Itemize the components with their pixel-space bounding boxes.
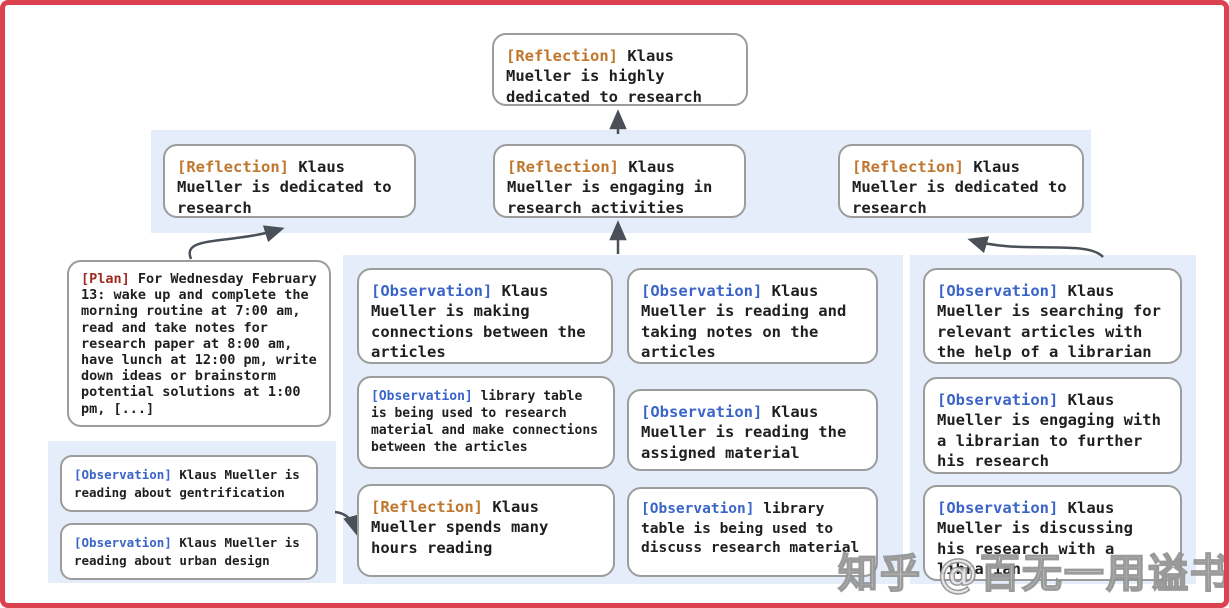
node-plan: [Plan] For Wednesday February 13: wake u… bbox=[67, 260, 331, 427]
node-obs-gentrification: [Observation] Klaus Mueller is reading a… bbox=[60, 455, 318, 512]
observation-tag: [Observation] bbox=[74, 535, 172, 550]
node-obs-library-table-discuss: [Observation] library table is being use… bbox=[627, 487, 878, 577]
node-text: Klaus Mueller is discussing his research… bbox=[937, 499, 1133, 579]
node-obs-library-table-research: [Observation] library table is being use… bbox=[357, 376, 615, 469]
observation-tag: [Observation] bbox=[937, 499, 1059, 517]
node-obs-assigned-material: [Observation] Klaus Mueller is reading t… bbox=[627, 389, 878, 471]
reflection-tag: [Reflection] bbox=[506, 47, 618, 65]
reflection-tag: [Reflection] bbox=[177, 158, 289, 176]
node-text: Klaus Mueller is reading about urban des… bbox=[74, 535, 300, 568]
node-text: Klaus Mueller is dedicated to research bbox=[852, 158, 1067, 217]
node-text: Klaus Mueller is making connections betw… bbox=[371, 282, 586, 362]
node-obs-searching-articles: [Observation] Klaus Mueller is searching… bbox=[923, 268, 1182, 364]
node-obs-engaging-librarian: [Observation] Klaus Mueller is engaging … bbox=[923, 377, 1182, 474]
node-text: library table is being used to research … bbox=[371, 389, 598, 456]
node-text: Klaus Mueller is reading and taking note… bbox=[641, 282, 847, 362]
node-text: Klaus Mueller is engaging in research ac… bbox=[507, 158, 713, 217]
plan-tag: [Plan] bbox=[81, 271, 130, 287]
node-text: Klaus Mueller is engaging with a librari… bbox=[937, 391, 1161, 471]
node-obs-taking-notes: [Observation] Klaus Mueller is reading a… bbox=[627, 268, 878, 364]
node-text: Klaus Mueller is highly dedicated to res… bbox=[506, 47, 702, 106]
node-reflection-row-left: [Reflection] Klaus Mueller is dedicated … bbox=[163, 144, 416, 218]
node-reflection-hours-reading: [Reflection] Klaus Mueller spends many h… bbox=[357, 484, 615, 577]
node-text: library table is being used to discuss r… bbox=[641, 501, 860, 557]
node-reflection-row-right: [Reflection] Klaus Mueller is dedicated … bbox=[838, 144, 1084, 218]
node-text: Klaus Mueller is dedicated to research bbox=[177, 158, 392, 217]
node-reflection-row-mid: [Reflection] Klaus Mueller is engaging i… bbox=[493, 144, 746, 218]
observation-tag: [Observation] bbox=[641, 501, 755, 517]
observation-tag: [Observation] bbox=[371, 282, 493, 300]
node-reflection-top: [Reflection] Klaus Mueller is highly ded… bbox=[492, 33, 748, 106]
node-text: For Wednesday February 13: wake up and c… bbox=[81, 271, 317, 417]
observation-tag: [Observation] bbox=[371, 389, 473, 404]
node-obs-making-connections: [Observation] Klaus Mueller is making co… bbox=[357, 268, 613, 364]
node-obs-urban-design: [Observation] Klaus Mueller is reading a… bbox=[60, 523, 318, 580]
observation-tag: [Observation] bbox=[74, 467, 172, 482]
node-text: Klaus Mueller is searching for relevant … bbox=[937, 282, 1161, 362]
reflection-tag: [Reflection] bbox=[507, 158, 619, 176]
observation-tag: [Observation] bbox=[641, 282, 763, 300]
observation-tag: [Observation] bbox=[937, 282, 1059, 300]
zhihu-watermark: 知乎 @百无一用谥书生 bbox=[837, 550, 1229, 598]
observation-tag: [Observation] bbox=[937, 391, 1059, 409]
node-text: Klaus Mueller is reading the assigned ma… bbox=[641, 403, 847, 462]
reflection-tag: [Reflection] bbox=[371, 498, 483, 516]
observation-tag: [Observation] bbox=[641, 403, 763, 421]
arrow-plan-to-left-reflection bbox=[188, 225, 285, 260]
node-text: Klaus Mueller spends many hours reading bbox=[371, 498, 549, 557]
node-text: Klaus Mueller is reading about gentrific… bbox=[74, 467, 300, 500]
reflection-tag: [Reflection] bbox=[852, 158, 964, 176]
node-obs-discussing-research: [Observation] Klaus Mueller is discussin… bbox=[923, 485, 1182, 581]
